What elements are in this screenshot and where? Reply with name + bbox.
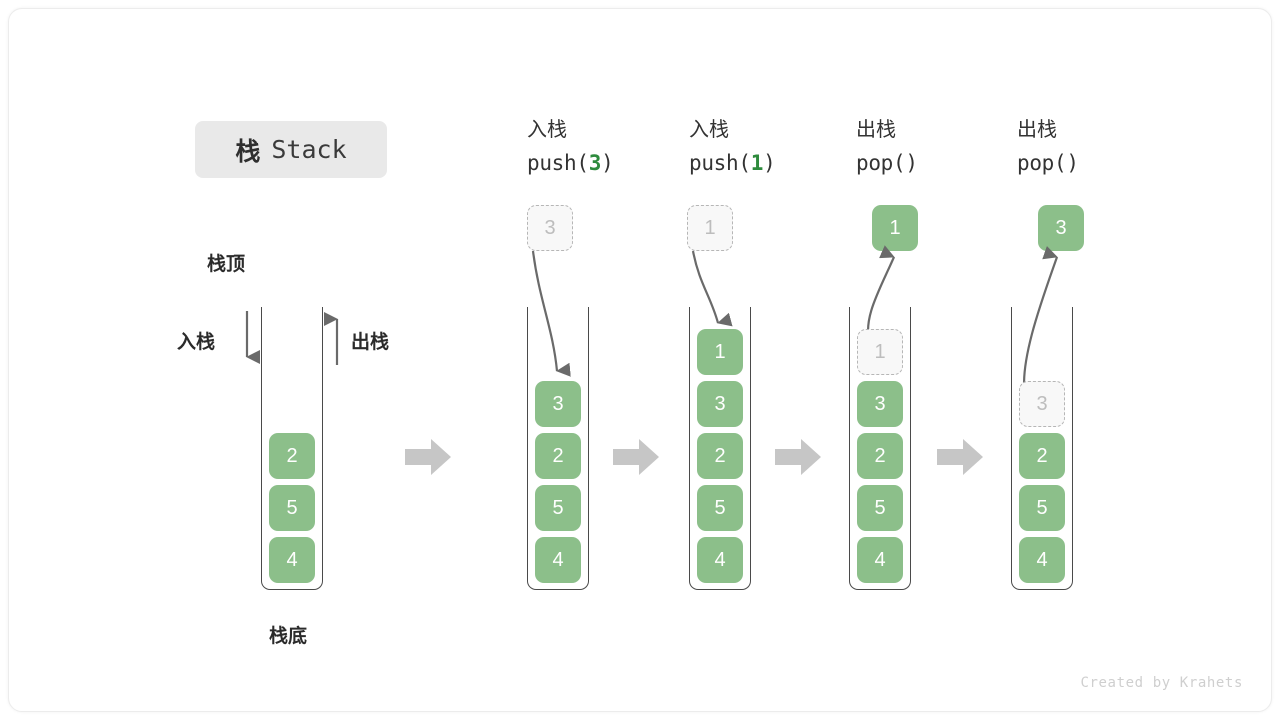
label-push-side: 入栈 xyxy=(177,332,216,353)
stack-cell: 4 xyxy=(535,537,581,583)
stack-container-push-1: 1 3 2 5 4 xyxy=(689,307,751,590)
push-direction-arrow-icon xyxy=(245,311,261,365)
stack-cell: 4 xyxy=(857,537,903,583)
stack-cell: 2 xyxy=(1019,433,1065,479)
push-flow-arrow-icon xyxy=(691,250,733,327)
diagram-title-badge: 栈 Stack xyxy=(195,121,387,178)
operation-cn-push-3: 入栈 xyxy=(527,119,567,141)
label-stack-bottom: 栈底 xyxy=(269,626,308,647)
push-flow-arrow-icon xyxy=(531,250,571,377)
operation-cn-pop-1: 出栈 xyxy=(856,119,896,141)
stack-cell: 2 xyxy=(535,433,581,479)
floating-ghost-cell-push-3: 3 xyxy=(527,205,573,251)
credit-text: Created by Krahets xyxy=(1080,675,1243,691)
stack-container-pop-3: 3 2 5 4 xyxy=(1011,307,1073,590)
operation-code-pop-1: pop() xyxy=(856,151,918,175)
operation-label-pop-3: 出栈 pop() xyxy=(1017,114,1079,180)
label-pop-side: 出栈 xyxy=(351,332,390,353)
stack-cell: 5 xyxy=(269,485,315,531)
operation-label-pop-1: 出栈 pop() xyxy=(856,114,918,180)
stack-cell: 2 xyxy=(857,433,903,479)
stack-cell: 5 xyxy=(1019,485,1065,531)
stack-container-pop-1: 1 3 2 5 4 xyxy=(849,307,911,590)
operation-label-push-1: 入栈 push(1) xyxy=(689,114,776,180)
diagram-canvas: 栈 Stack 栈顶 入栈 出栈 2 5 4 栈底 xyxy=(8,8,1272,712)
operation-label-push-3: 入栈 push(3) xyxy=(527,114,614,180)
stack-container-initial: 2 5 4 xyxy=(261,307,323,590)
operation-code-push-1: push(1) xyxy=(689,151,776,175)
stack-cell: 3 xyxy=(697,381,743,427)
operation-code-pop-3: pop() xyxy=(1017,151,1079,175)
operation-cn-push-1: 入栈 xyxy=(689,119,729,141)
stack-cell: 1 xyxy=(697,329,743,375)
stack-cell: 4 xyxy=(697,537,743,583)
stack-cell: 4 xyxy=(1019,537,1065,583)
stack-cell: 3 xyxy=(535,381,581,427)
stack-cell-ghost: 1 xyxy=(857,329,903,375)
flow-arrow-icon xyxy=(405,439,451,475)
operation-cn-pop-3: 出栈 xyxy=(1017,119,1057,141)
floating-popped-cell-3: 3 xyxy=(1038,205,1084,251)
flow-arrow-icon xyxy=(775,439,821,475)
stack-cell-ghost: 3 xyxy=(1019,381,1065,427)
diagram-title-cn: 栈 xyxy=(235,137,262,166)
flow-arrow-icon xyxy=(613,439,659,475)
stack-cell: 5 xyxy=(697,485,743,531)
stack-cell: 5 xyxy=(857,485,903,531)
diagram-title-en: Stack xyxy=(271,135,347,164)
label-stack-top: 栈顶 xyxy=(207,254,246,275)
stack-container-push-3: 3 2 5 4 xyxy=(527,307,589,590)
floating-popped-cell-1: 1 xyxy=(872,205,918,251)
stack-cell: 2 xyxy=(269,433,315,479)
stack-cell: 2 xyxy=(697,433,743,479)
stack-cell: 4 xyxy=(269,537,315,583)
stack-cell: 3 xyxy=(857,381,903,427)
stack-cell: 5 xyxy=(535,485,581,531)
flow-arrow-icon xyxy=(937,439,983,475)
floating-ghost-cell-push-1: 1 xyxy=(687,205,733,251)
operation-code-push-3: push(3) xyxy=(527,151,614,175)
pop-direction-arrow-icon xyxy=(323,311,339,365)
